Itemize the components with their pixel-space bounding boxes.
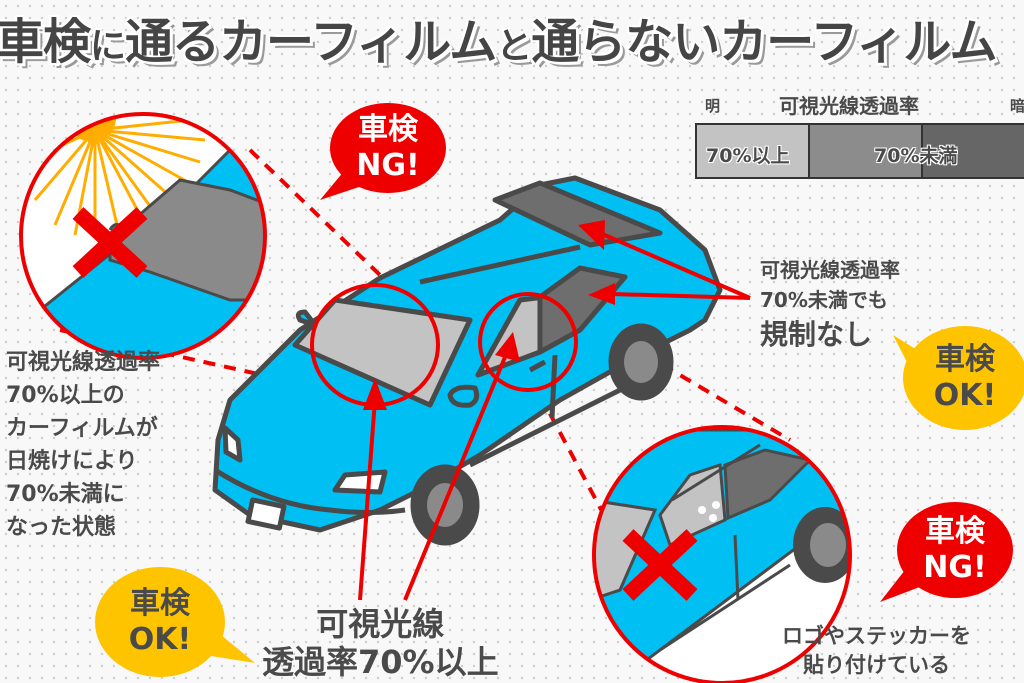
front-window-caption: 可視光線 透過率70%以上: [262, 605, 499, 681]
bubble-ng-bottom: [880, 502, 1013, 602]
verdict-line: NG!: [923, 550, 987, 585]
title-part: 通らないカーフィルム: [531, 14, 997, 70]
title-part: と: [496, 26, 532, 67]
sticker-caption: ロゴやステッカーを 貼り付けている: [782, 622, 971, 680]
caption-line: 可視光線透過率: [6, 350, 161, 375]
verdict-line: 車検: [130, 586, 190, 621]
title-part: 車検: [0, 14, 91, 70]
verdict-ng-top: 車検 NG!: [340, 112, 436, 184]
legend-title: 可視光線透過率: [779, 94, 919, 118]
pointer-arrows: [358, 220, 751, 601]
sticker-detail: [594, 427, 850, 683]
title-part: 通るカーフィルム: [125, 14, 497, 70]
bar-segment-mid: [808, 123, 923, 179]
verdict-line: OK!: [128, 622, 192, 657]
legend-bright-label: 明: [705, 97, 721, 115]
caption-line: 70%未満に: [6, 482, 125, 507]
bubble-ok-bottom: [95, 567, 255, 677]
verdict-line: 車検: [358, 112, 418, 147]
caption-line: 規制なし: [760, 318, 873, 351]
legend-dark-label: 暗: [1010, 97, 1024, 115]
sun-detail-ring: [19, 112, 267, 360]
bubble-ok-right: [893, 326, 1024, 430]
transmittance-bar: [695, 123, 1024, 179]
verdict-ok-right: 車検 OK!: [917, 342, 1013, 414]
caption-line: カーフィルムが: [6, 416, 158, 441]
caption-line: 70%以上の: [6, 383, 125, 408]
bar-segment-low: [921, 123, 1024, 179]
sun-damage-caption: 可視光線透過率 70%以上の カーフィルムが 日焼けにより 70%未満に なった…: [6, 346, 160, 544]
bubble-ng-top: [320, 103, 446, 200]
title-part: に: [90, 26, 126, 67]
caption-line: 可視光線透過率: [760, 258, 900, 282]
verdict-line: NG!: [356, 148, 420, 183]
bar-label-high: 70%以上: [706, 145, 790, 167]
x-mark-icon: [622, 529, 698, 601]
caption-line: 透過率70%以上: [262, 643, 499, 681]
x-mark-icon: [72, 207, 148, 278]
verdict-ok-bottom: 車検 OK!: [112, 586, 208, 658]
paw-sticker-icon: [698, 501, 720, 522]
caption-line: 70%未満でも: [760, 288, 888, 312]
sticker-detail-ring: [592, 425, 852, 683]
caption-line: なった状態: [6, 515, 117, 540]
rear-window-caption: 可視光線透過率 70%未満でも 規制なし: [760, 255, 900, 355]
caption-line: ロゴやステッカーを: [782, 624, 971, 648]
page-title: 車検に通るカーフィルムと通らないカーフィルム: [0, 2, 997, 72]
verdict-line: 車検: [925, 514, 985, 549]
verdict-line: 車検: [935, 342, 995, 377]
sun-damage-detail: [21, 114, 265, 358]
verdict-line: OK!: [933, 378, 997, 413]
caption-line: 日焼けにより: [6, 449, 138, 474]
caption-line: 可視光線: [316, 605, 445, 643]
caption-line: 貼り付けている: [803, 653, 950, 677]
verdict-ng-bottom: 車検 NG!: [907, 514, 1003, 586]
bar-label-low: 70%未満: [874, 145, 958, 167]
